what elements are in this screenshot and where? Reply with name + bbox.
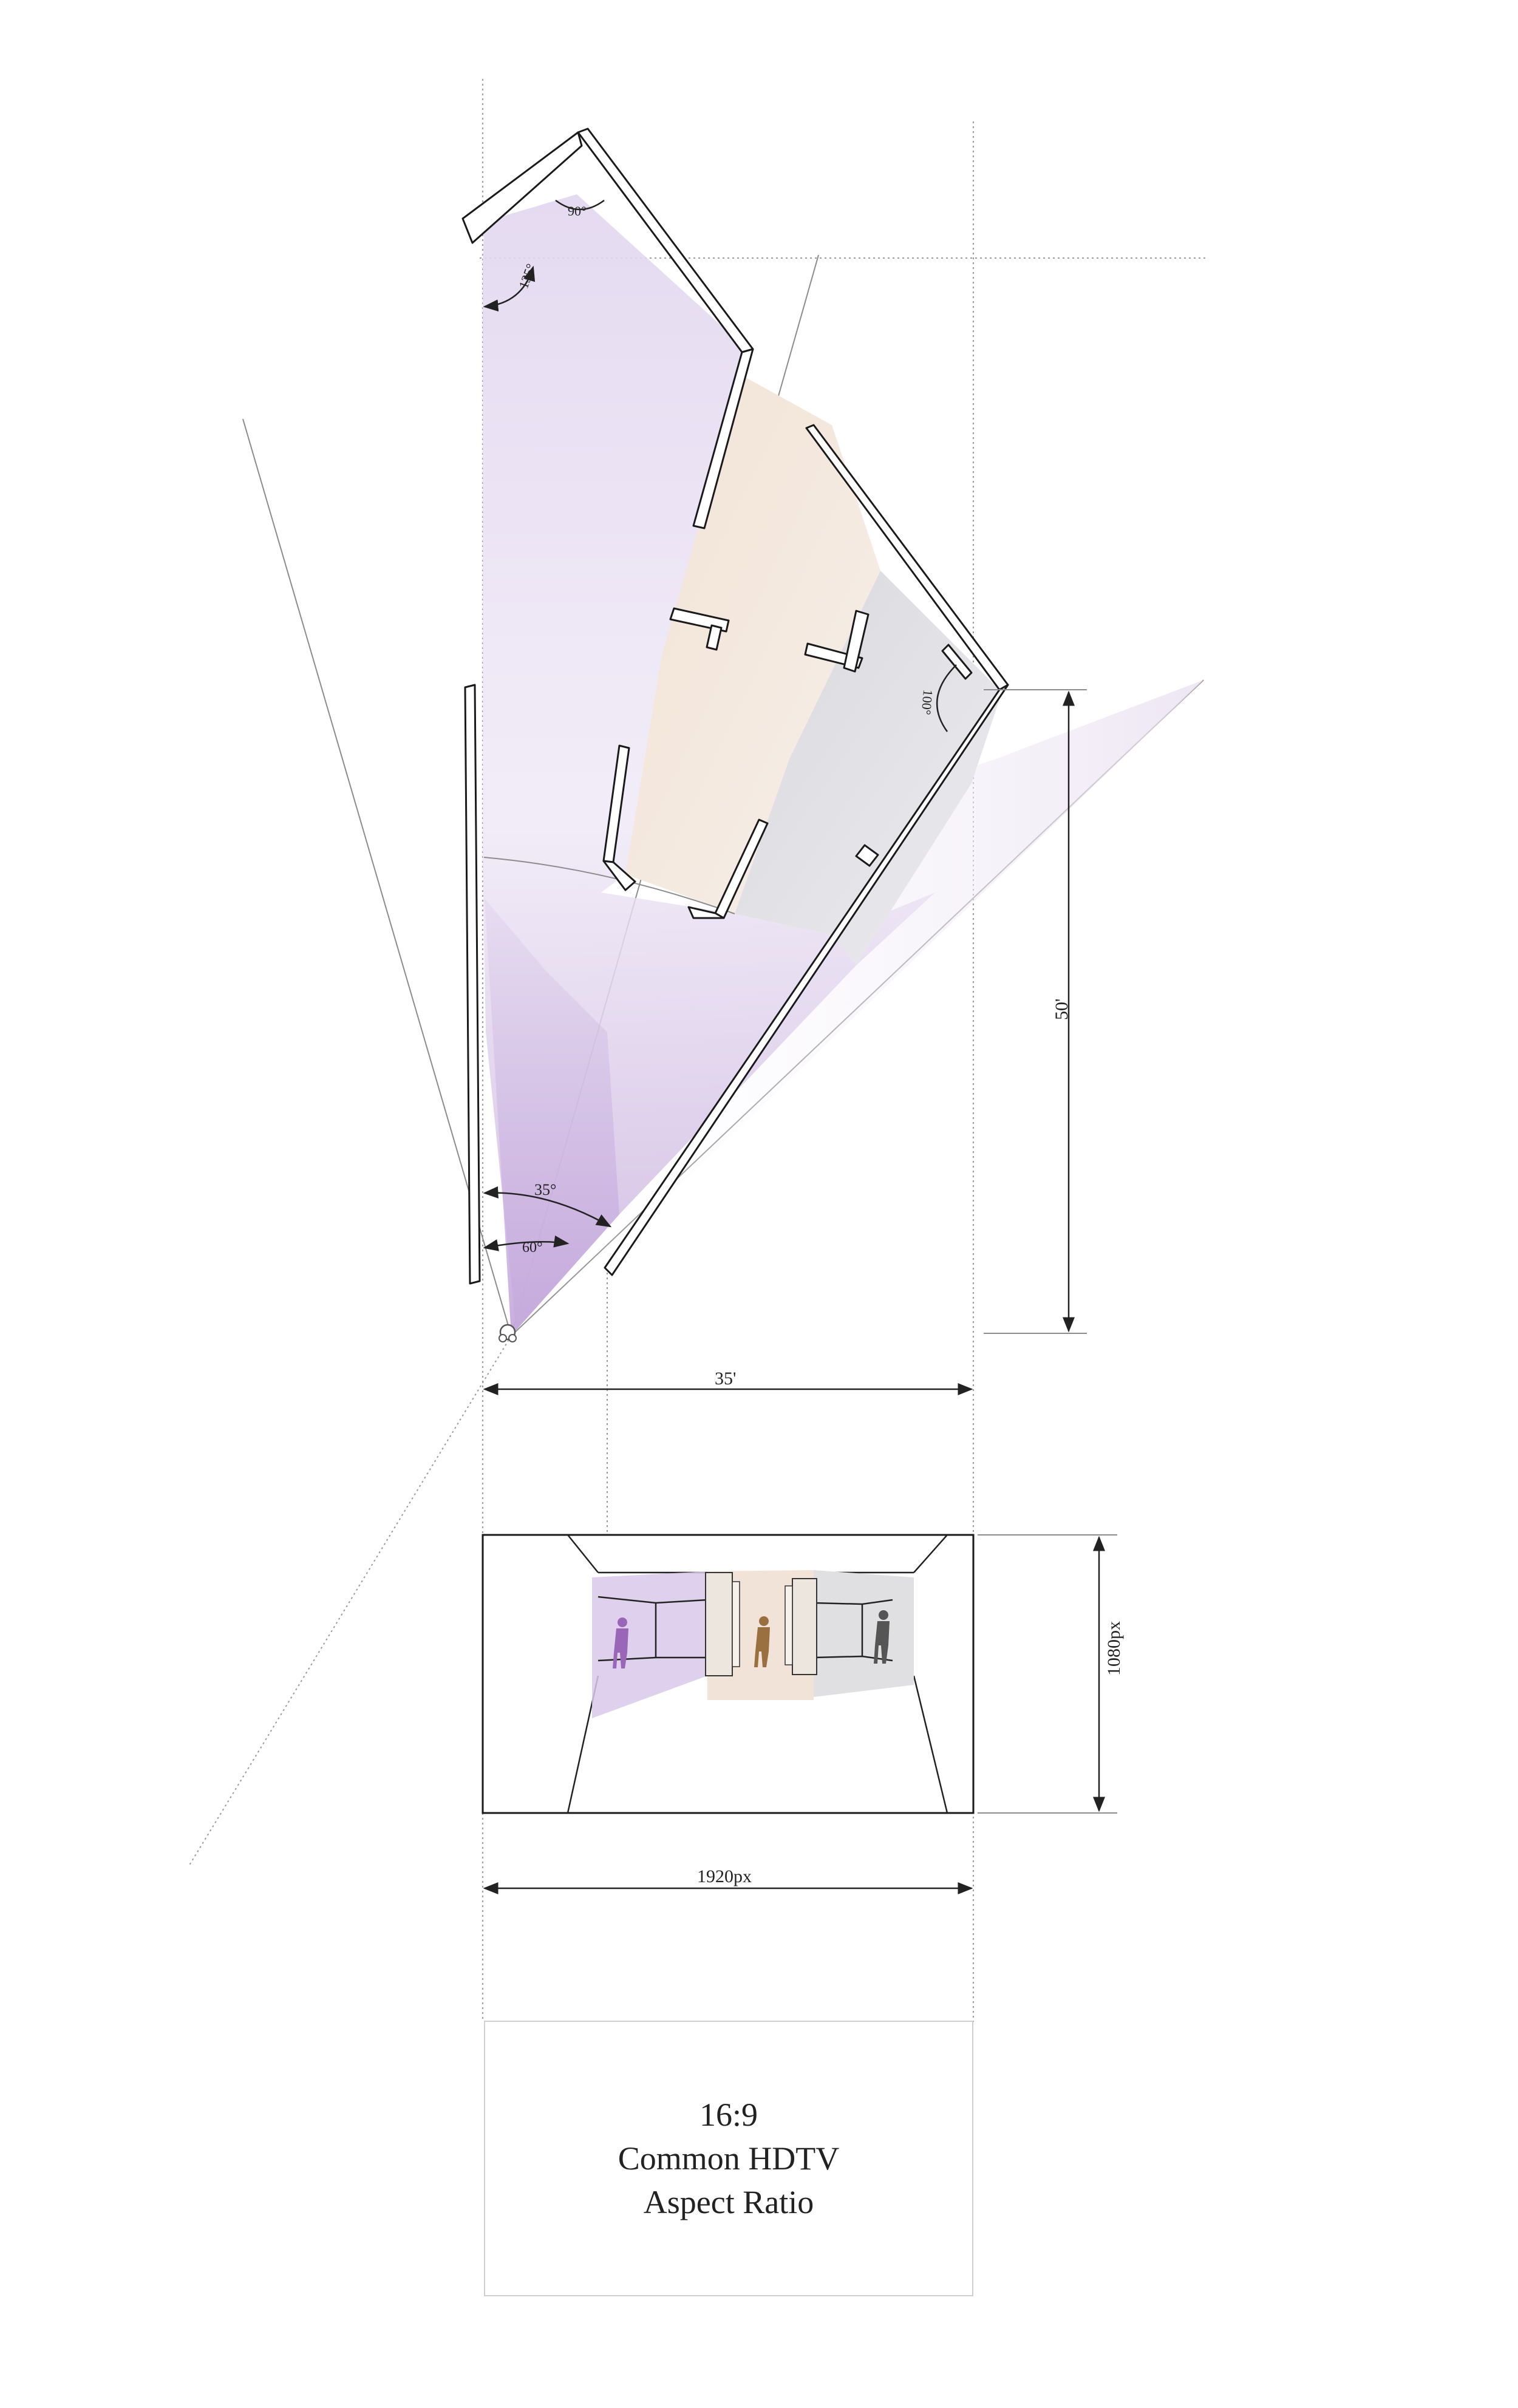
- label-angle-90: 90°: [568, 203, 587, 219]
- caption-subtitle: Common HDTV: [618, 2140, 840, 2177]
- wall-upper-jog: [692, 348, 754, 529]
- angle-arc-100: [936, 664, 957, 732]
- wall-left-long: [464, 684, 481, 1285]
- caption-description: Aspect Ratio: [643, 2184, 814, 2220]
- partition-right-tee-stem: [843, 610, 870, 673]
- fov-ray-left: [242, 418, 512, 1336]
- persp-panel-1-side: [732, 1581, 740, 1667]
- persp-panel-2: [792, 1578, 817, 1675]
- persp-ceiling-left: [567, 1534, 599, 1573]
- fov-ray-extension: [188, 1335, 512, 1868]
- label-width-1920: 1920px: [697, 1866, 752, 1886]
- label-angle-35: 35°: [534, 1181, 556, 1199]
- persp-zone-grey: [814, 1570, 914, 1697]
- partition-right-corner: [941, 644, 973, 680]
- partition-middle-foot: [687, 906, 725, 919]
- partition-left-room-foot: [602, 860, 636, 891]
- persp-zone-violet: [592, 1571, 707, 1718]
- zone-peach: [625, 376, 880, 914]
- caption-box: 16:9 Common HDTV Aspect Ratio: [484, 2021, 973, 2296]
- frame-view: 1080px 1920px: [482, 1534, 1124, 1894]
- figure-violet-icon: [613, 1617, 628, 1668]
- wall-right-lower: [604, 684, 1009, 1276]
- zone-grey: [735, 571, 1002, 965]
- angle-arc-90: [555, 199, 605, 211]
- label-height-1080: 1080px: [1104, 1621, 1124, 1676]
- camera-icon: [499, 1324, 517, 1342]
- angle-arc-135: [483, 265, 536, 312]
- label-angle-60: 60°: [522, 1240, 543, 1256]
- figure-brown-icon: [754, 1616, 770, 1667]
- angle-arc-35: [483, 1186, 612, 1228]
- angle-arc-60: [483, 1235, 570, 1251]
- persp-panel-1: [705, 1572, 733, 1676]
- figure-grey-icon: [874, 1610, 890, 1664]
- label-angle-100: 100°: [919, 689, 936, 716]
- caption-ratio: 16:9: [699, 2097, 758, 2133]
- partition-right-low: [855, 844, 879, 867]
- plan-view: 90° 135° 100° 35° 60° 50' 35': [188, 79, 1205, 2022]
- persp-panel-2-side: [785, 1585, 793, 1665]
- label-width-35: 35': [715, 1369, 736, 1389]
- label-depth-50: 50': [1052, 999, 1072, 1020]
- wall-top-left-return: [461, 131, 583, 244]
- partition-upper-tee-stem: [706, 624, 723, 651]
- depth-arc: [483, 857, 735, 914]
- persp-floor-right: [913, 1675, 948, 1814]
- persp-ceiling-right: [913, 1534, 948, 1573]
